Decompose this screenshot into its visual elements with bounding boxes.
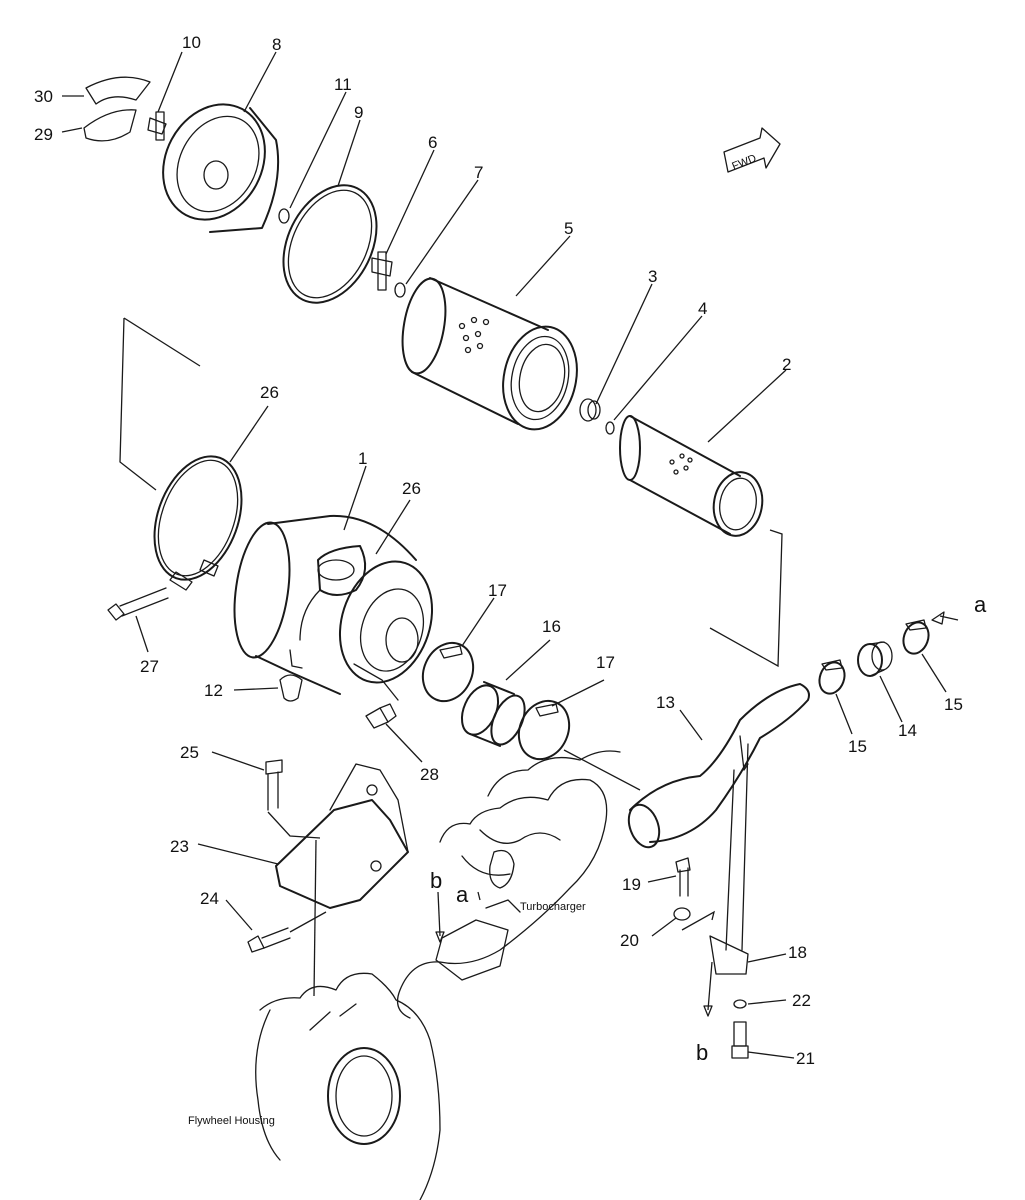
part-14-hose: [857, 641, 893, 677]
label-connection-b-right: b: [696, 1040, 708, 1065]
label-part-3: 3: [648, 267, 657, 286]
assembly-guide-lines: [119, 317, 783, 791]
label-part-14: 14: [898, 721, 917, 740]
part-5-outer-element: [401, 277, 578, 431]
part-30-plate: [85, 76, 151, 105]
label-part-13: 13: [656, 693, 675, 712]
label-connection-a-right: a: [974, 592, 987, 617]
label-part-11: 11: [334, 75, 352, 94]
label-part-5: 5: [564, 219, 573, 238]
part-18-bracket: [681, 910, 749, 1011]
part-26-band: [153, 455, 243, 591]
fwd-arrow-badge: FWD: [723, 127, 781, 173]
part-6-wing-nut: [371, 251, 393, 291]
part-12-cap: [279, 674, 303, 702]
part-16-hose: [460, 681, 526, 747]
label-part-21: 21: [796, 1049, 815, 1068]
label-part-1: 1: [358, 449, 367, 468]
connection-letter-labels: a a b b: [430, 592, 987, 1065]
part-10-wing-bolt: [147, 111, 167, 141]
part-29-plate: [83, 109, 137, 142]
label-connection-b-left: b: [430, 868, 442, 893]
label-flywheel-housing: Flywheel Housing: [188, 1115, 275, 1127]
part-9-gasket-ring: [282, 184, 378, 304]
part-number-labels: 30 29 10 8 11 9 6 7 5 3 4 2 26 1 26 17 1…: [34, 33, 963, 1068]
label-part-2: 2: [782, 355, 791, 374]
part-1-air-cleaner-body: [233, 514, 434, 701]
label-connection-a-turbo: a: [456, 882, 469, 907]
inner-element-perforation-dots: [669, 453, 693, 475]
label-part-10: 10: [182, 33, 201, 52]
label-part-27: 27: [140, 657, 159, 676]
label-part-26-right: 26: [402, 479, 421, 498]
part-22-washer: [733, 999, 747, 1009]
part-25-bolt: [265, 759, 283, 811]
part-15-clamp-right: [902, 619, 930, 655]
label-part-4: 4: [698, 299, 707, 318]
connection-arrows: [435, 611, 959, 1017]
part-17-clamp-lower: [517, 699, 571, 761]
part-28-plug: [365, 703, 397, 729]
part-11-ring: [278, 208, 290, 224]
component-text-labels: Turbocharger Flywheel Housing: [188, 901, 586, 1127]
label-part-17-upper: 17: [488, 581, 507, 600]
label-turbocharger: Turbocharger: [520, 901, 586, 913]
part-8-cover: [162, 103, 280, 233]
label-part-15-right: 15: [944, 695, 963, 714]
label-part-23: 23: [170, 837, 189, 856]
part-27-bolt: [107, 587, 169, 621]
label-part-17-lower: 17: [596, 653, 615, 672]
leader-lines: [61, 51, 947, 1059]
part-13-elbow-pipe: [627, 683, 810, 951]
flywheel-housing-outline: [255, 839, 441, 1200]
part-4-washer: [605, 421, 615, 435]
engine-manifold-outline: [396, 750, 621, 1019]
part-24-bolt: [247, 911, 327, 953]
element-perforation-dots: [458, 316, 490, 354]
label-part-28: 28: [420, 765, 439, 784]
label-part-26-left: 26: [260, 383, 279, 402]
part-17-clamp-upper: [421, 641, 475, 703]
label-part-19: 19: [622, 875, 641, 894]
part-7-washer: [394, 282, 406, 298]
label-part-7: 7: [474, 163, 483, 182]
label-part-12: 12: [204, 681, 223, 700]
part-23-bracket: [267, 763, 409, 909]
part-19-bolt: [675, 857, 691, 897]
label-part-25: 25: [180, 743, 199, 762]
label-part-8: 8: [272, 35, 281, 54]
label-part-9: 9: [354, 103, 363, 122]
label-part-24: 24: [200, 889, 219, 908]
label-part-16: 16: [542, 617, 561, 636]
part-2-inner-element: [619, 415, 764, 537]
label-part-6: 6: [428, 133, 437, 152]
label-part-30: 30: [34, 87, 53, 106]
label-part-15-left: 15: [848, 737, 867, 756]
label-part-29: 29: [34, 125, 53, 144]
label-part-18: 18: [788, 943, 807, 962]
part-21-bolt: [731, 1021, 749, 1059]
part-20-washer: [673, 907, 691, 921]
part-15-clamp-left: [818, 659, 846, 695]
part-3-nut: [579, 398, 601, 422]
label-part-20: 20: [620, 931, 639, 950]
label-part-22: 22: [792, 991, 811, 1010]
